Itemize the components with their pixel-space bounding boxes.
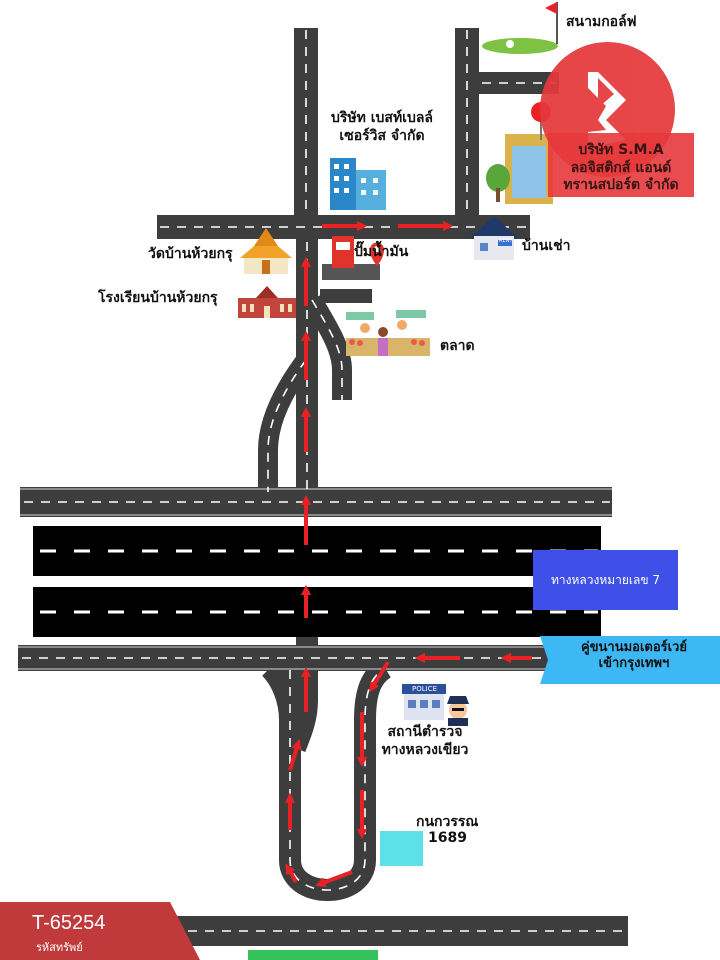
company-bestbell-line1: บริษัท เบสท์เบลล์ [330,110,433,126]
police-station-line1: สถานีตำรวจ [387,724,463,740]
property-code-badge: T-65254 รหัสทรัพย์ [0,902,170,960]
company-bestbell-line2: เซอร์วิส จำกัด [339,127,425,144]
route-arrow [288,739,302,771]
ramp-northwest [258,354,315,492]
route-arrow [315,870,353,888]
house-icon [470,216,518,260]
market-stall-icon [346,310,430,356]
golf-flag-icon [482,2,558,54]
bottom-green-strip [248,950,378,960]
property-code-badge-tail [170,902,200,960]
rental-house-label: บ้านเช่า [522,238,571,254]
highway-label-text: ทางหลวงหมายเลข 7 [550,572,661,587]
company-sma-line3: ทรานสปอร์ต จำกัด [563,177,679,193]
school-label: โรงเรียนบ้านห้วยกรุ [98,290,218,306]
office-building-icon [330,158,386,210]
plot-owner-label: กนกวรรณ [416,814,479,830]
frontage-road-label: คู่ขนานมอเตอร์เวย์ เข้ากรุงเทพฯ [548,640,720,673]
frontage-road-label-bg [540,636,720,684]
sma-label-bg [548,133,694,197]
ramp-south-left-curve [261,660,301,721]
property-code: T-65254 [32,912,106,934]
frontage-road-line2: เข้ากรุงเทพฯ [598,656,670,672]
police-sign-text: POLICE [412,685,438,693]
gas-station-label: ปั๊มน้ำมัน [354,244,409,260]
plot-number-label: 1689 [428,830,467,846]
logo-b-icon [588,72,626,146]
road-bottom [118,916,628,946]
company-sma-line1: บริษัท S.M.A [578,142,664,158]
gas-pump-icon [322,236,384,280]
company-bestbell-label: บริษัท เบสท์เบลล์ เซอร์วิส จำกัด [322,110,442,145]
route-arrow [285,863,298,883]
police-station-line2: ทางหลวงเขียว [381,741,469,758]
market-label: ตลาด [440,338,475,354]
highway-label: ทางหลวงหมายเลข 7 [533,550,678,610]
highway-7 [33,526,601,637]
route-arrows [284,220,532,888]
police-station-icon [402,684,446,720]
golf-course-label: สนามกอล์ฟ [566,14,637,30]
police-station-label: สถานีตำรวจ ทางหลวงเขียว [370,724,480,759]
frontage-road-line1: คู่ขนานมอเตอร์เวย์ [580,640,688,655]
route-arrow [369,660,390,693]
property-code-caption: รหัสทรัพย์ [36,941,83,954]
land-plot [380,831,423,866]
school-icon [238,286,296,318]
sma-building-icon [486,134,553,204]
police-officer-icon [447,696,469,726]
temple-label: วัดบ้านห้วยกรุ [148,246,233,262]
company-sma-label: บริษัท S.M.A ลอจิสติกส์ แอนด์ ทรานสปอร์ต… [548,142,694,195]
company-sma-line2: ลอจิสติกส์ แอนด์ [570,159,672,176]
rent-sign-text: RENT [499,238,513,244]
road-gas-spur [320,289,372,303]
temple-icon [240,228,292,274]
road-connector [296,635,318,650]
